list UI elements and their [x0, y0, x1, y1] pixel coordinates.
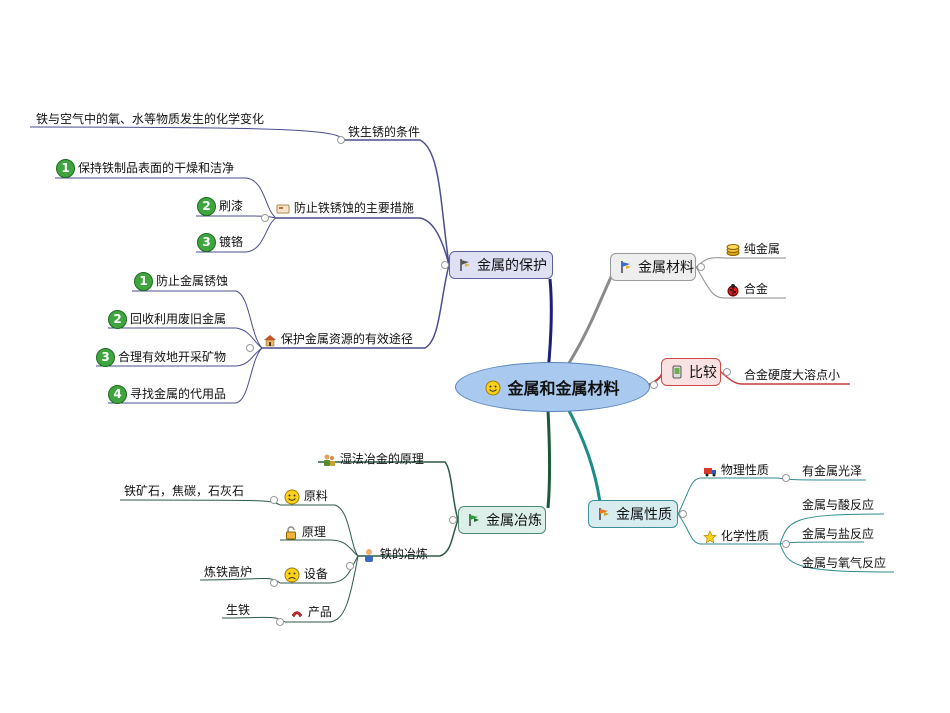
resource-protection-label[interactable]: 保护金属资源的有效途径 — [263, 331, 413, 347]
rust-conditions-detail[interactable]: 铁与空气中的氧、水等物质发生的化学变化 — [36, 112, 265, 126]
branch-line-smelting — [546, 409, 551, 509]
materials-toggle[interactable] — [697, 263, 705, 271]
flag-icon — [467, 512, 481, 528]
chemical-property-item[interactable]: 金属与盐反应 — [802, 527, 875, 541]
coins-icon — [726, 242, 740, 256]
resource-item[interactable]: 防止金属锈蚀 — [156, 274, 229, 288]
house-icon — [263, 332, 277, 346]
measure-item[interactable]: 镀铬 — [219, 235, 244, 249]
resource-protection-toggle[interactable] — [246, 344, 254, 352]
lock-icon — [284, 525, 298, 539]
material-item-pure-metal[interactable]: 纯金属 — [726, 241, 780, 257]
measure-number-3: 3 — [197, 233, 216, 252]
topic-materials-label: 金属材料 — [638, 260, 694, 276]
topic-smelting-label: 金属冶炼 — [486, 513, 542, 529]
product-toggle[interactable] — [276, 618, 284, 626]
topic-compare-label: 比较 — [689, 365, 717, 381]
resource-item[interactable]: 回收利用废旧金属 — [130, 312, 227, 326]
properties-toggle[interactable] — [679, 510, 687, 518]
branch-line-properties — [564, 404, 602, 503]
branch-line-protection — [546, 278, 553, 373]
chemical-properties-toggle[interactable] — [782, 540, 790, 548]
chemical-property-item[interactable]: 金属与氧气反应 — [802, 556, 887, 570]
product-detail[interactable]: 生铁 — [226, 603, 251, 617]
flag-icon — [597, 506, 611, 522]
product-label[interactable]: 产品 — [290, 604, 332, 620]
equipment-label[interactable]: 设备 — [284, 566, 328, 583]
equipment-detail[interactable]: 炼铁高炉 — [204, 565, 253, 579]
resource-item[interactable]: 寻找金属的代用品 — [130, 387, 227, 401]
rust-conditions-toggle[interactable] — [337, 136, 345, 144]
measure-item[interactable]: 保持铁制品表面的干燥和洁净 — [78, 161, 235, 175]
material-item-alloy[interactable]: 合金 — [726, 281, 768, 297]
sad-face-icon — [284, 567, 300, 582]
raw-materials-label[interactable]: 原料 — [284, 488, 328, 505]
star-icon — [703, 529, 717, 543]
topic-properties[interactable]: 金属性质 — [588, 500, 678, 528]
card-icon — [276, 201, 290, 215]
resource-item[interactable]: 合理有效地开采矿物 — [118, 350, 227, 364]
equipment-toggle[interactable] — [270, 579, 278, 587]
topic-protection-label: 金属的保护 — [477, 258, 547, 274]
center-topic[interactable]: 金属和金属材料 — [455, 362, 650, 412]
chemical-properties-label[interactable]: 化学性质 — [703, 528, 769, 544]
worker-icon — [362, 547, 376, 562]
measure-number-1: 1 — [56, 159, 75, 178]
resource-number-1: 1 — [134, 272, 153, 291]
flag-icon — [619, 259, 633, 275]
measure-number-2: 2 — [197, 197, 216, 216]
compare-detail[interactable]: 合金硬度大溶点小 — [744, 368, 841, 382]
people-icon — [322, 452, 336, 466]
center-topic-label: 金属和金属材料 — [507, 379, 620, 398]
branch-line-materials — [564, 274, 614, 369]
chemical-property-item[interactable]: 金属与酸反应 — [802, 498, 875, 512]
measure-item[interactable]: 刷漆 — [219, 199, 244, 213]
phone-icon — [670, 364, 684, 380]
topic-compare[interactable]: 比较 — [661, 358, 721, 386]
topic-protection[interactable]: 金属的保护 — [449, 251, 553, 279]
compare-toggle[interactable] — [723, 368, 731, 376]
physical-properties-toggle[interactable] — [782, 474, 790, 482]
rust-conditions-label[interactable]: 铁生锈的条件 — [348, 125, 421, 139]
phone-receiver-icon — [290, 605, 304, 619]
resource-number-2: 2 — [108, 310, 127, 329]
smiley-icon — [485, 378, 501, 397]
flag-icon — [458, 257, 472, 273]
topic-smelting[interactable]: 金属冶炼 — [458, 506, 546, 534]
iron-smelting-label[interactable]: 铁的冶炼 — [362, 546, 428, 562]
principle-label[interactable]: 原理 — [284, 524, 326, 540]
resource-number-4: 4 — [108, 385, 127, 404]
truck-icon — [703, 463, 717, 477]
resource-number-3: 3 — [96, 348, 115, 367]
physical-property-item[interactable]: 有金属光泽 — [802, 464, 863, 478]
raw-materials-toggle[interactable] — [270, 496, 278, 504]
raw-materials-detail[interactable]: 铁矿石，焦碳，石灰石 — [124, 484, 245, 498]
ladybug-icon — [726, 282, 740, 296]
wet-metallurgy-label[interactable]: 湿法冶金的原理 — [322, 451, 424, 467]
iron-smelting-toggle[interactable] — [346, 562, 354, 570]
smiley-icon — [284, 489, 300, 504]
topic-properties-label: 金属性质 — [616, 507, 672, 523]
prevent-measures-toggle[interactable] — [261, 214, 269, 222]
prevent-measures-label[interactable]: 防止铁锈蚀的主要措施 — [276, 200, 414, 216]
center-collapse-toggle[interactable] — [650, 381, 658, 389]
smelting-toggle[interactable] — [449, 516, 457, 524]
topic-materials[interactable]: 金属材料 — [610, 253, 696, 281]
physical-properties-label[interactable]: 物理性质 — [703, 462, 769, 478]
protection-collapse-toggle[interactable] — [441, 261, 449, 269]
